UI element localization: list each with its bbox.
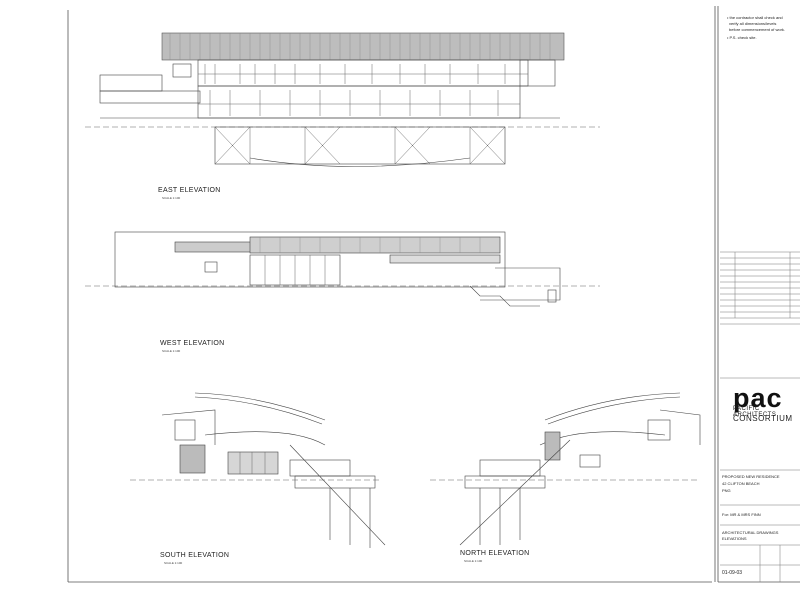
drawing-title: ARCHITECTURAL DRAWINGS <box>722 530 779 535</box>
drawing-date: 01-09-03 <box>722 570 743 576</box>
firm-name-line-2: CONSORTIUM <box>733 414 793 423</box>
project-address: 42 CLIFTON BEACH <box>722 481 760 486</box>
note-line-2: verify all dimensions/levels <box>729 21 777 26</box>
north-elevation-scale: SCALE 1:100 <box>464 559 483 563</box>
west-elevation-label: WEST ELEVATION <box>160 340 225 347</box>
client-name: For: MR & MRS FINN <box>722 512 761 517</box>
drawing-subtitle: ELEVATIONS <box>722 536 747 541</box>
east-elevation-scale: SCALE 1:100 <box>162 196 181 200</box>
sheet-border <box>67 6 800 583</box>
east-elevation-label: EAST ELEVATION <box>158 187 221 194</box>
south-elevation-scale: SCALE 1:100 <box>164 561 183 565</box>
title-block-table <box>720 251 800 582</box>
project-place: PNG <box>722 488 731 493</box>
note-line-3: before commencement of work. <box>729 27 786 32</box>
south-elevation-drawing <box>130 392 386 548</box>
east-elevation-drawing <box>85 32 600 167</box>
note-line-4: • P.S. check site. <box>727 35 757 40</box>
firm-logo: pac <box>733 383 783 413</box>
north-elevation-drawing <box>430 392 701 546</box>
west-elevation-drawing <box>85 231 600 307</box>
note-line-1: • the contractor shall check and <box>727 15 783 20</box>
south-elevation-label: SOUTH ELEVATION <box>160 552 230 559</box>
north-elevation-label: NORTH ELEVATION <box>460 550 530 557</box>
project-title: PROPOSED NEW RESIDENCE <box>722 474 780 479</box>
firm-name-line-1: PACIFIC ARCHITECTS <box>733 406 777 418</box>
west-elevation-scale: SCALE 1:100 <box>162 349 181 353</box>
